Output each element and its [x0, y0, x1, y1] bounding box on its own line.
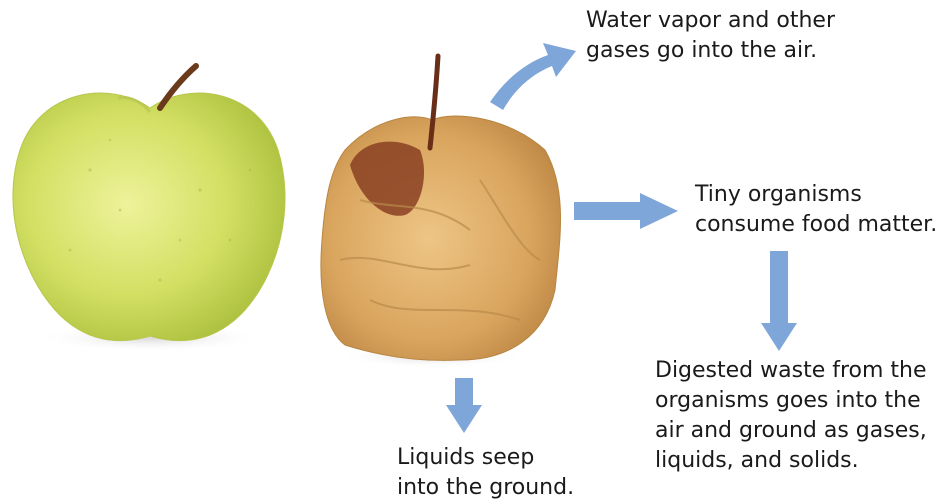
label-line: liquids, and solids. [655, 446, 927, 476]
label-line: Digested waste from the [655, 356, 927, 386]
label-line: Tiny organisms [695, 180, 937, 210]
label-line: Liquids seep [397, 443, 574, 473]
label-line: gases go into the air. [586, 36, 835, 66]
label-line: organisms goes into the [655, 386, 927, 416]
arrow-right [574, 193, 678, 229]
label-tiny-organisms: Tiny organisms consume food matter. [695, 180, 937, 240]
fresh-apple-image [13, 66, 285, 352]
label-digested-waste: Digested waste from the organisms goes i… [655, 356, 927, 476]
arrow-up-right [490, 43, 576, 110]
label-line: Water vapor and other [586, 6, 835, 36]
label-line: into the ground. [397, 473, 574, 503]
rotten-apple-image [321, 56, 561, 368]
label-gases-into-air: Water vapor and other gases go into the … [586, 6, 835, 66]
arrow-down-right [761, 251, 797, 351]
label-line: air and ground as gases, [655, 416, 927, 446]
arrow-down-bottom [446, 378, 482, 433]
label-liquids-seep: Liquids seep into the ground. [397, 443, 574, 503]
label-line: consume food matter. [695, 210, 937, 240]
